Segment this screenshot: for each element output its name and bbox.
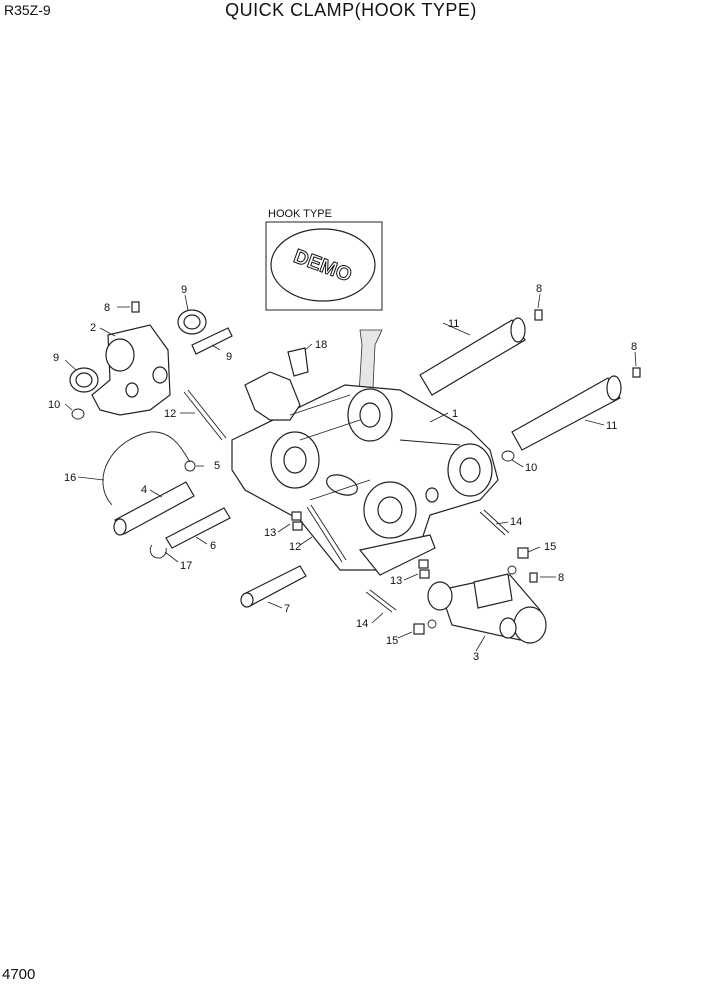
hook-type-inset: HOOK TYPE DEMO — [265, 208, 383, 311]
pins-part-11 — [419, 317, 622, 451]
bolts-part-12 — [183, 389, 347, 563]
callout-1: 1 — [452, 408, 458, 420]
bushings-part-9 — [69, 309, 233, 393]
callout-16: 16 — [64, 472, 76, 484]
callout-7: 7 — [284, 603, 290, 615]
callout-3: 3 — [473, 651, 479, 663]
callout-10: 10 — [48, 399, 60, 411]
grease-nipples-part-8 — [131, 301, 641, 583]
callout-2: 2 — [90, 322, 96, 334]
page-number: 4700 — [2, 966, 36, 983]
fittings-part-15 — [413, 547, 529, 635]
callout-18: 18 — [315, 339, 327, 351]
callout-11: 11 — [448, 318, 459, 330]
callout-14: 14 — [356, 618, 368, 630]
pin-part-4 — [113, 481, 195, 536]
callout-8: 8 — [631, 341, 637, 353]
clip-part-17 — [149, 544, 167, 559]
hook-bracket-part-2 — [91, 324, 171, 416]
callout-5: 5 — [214, 460, 220, 472]
callout-13: 13 — [264, 527, 276, 539]
callout-12: 12 — [289, 541, 301, 553]
safety-wire-part-16 — [102, 431, 196, 506]
leader-lines — [64, 293, 637, 652]
pin-part-7 — [240, 565, 307, 608]
callout-6: 6 — [210, 540, 216, 552]
inset-label: HOOK TYPE — [268, 208, 332, 220]
callout-8: 8 — [558, 572, 564, 584]
cylinder-part-3 — [427, 573, 547, 644]
main-frame — [231, 371, 499, 576]
callout-4: 4 — [141, 484, 147, 496]
pin-part-6 — [165, 507, 231, 549]
hoses-part-14 — [365, 509, 510, 613]
model-code: R35Z-9 — [4, 2, 51, 18]
callout-11: 11 — [606, 420, 617, 432]
clip-part-18 — [287, 347, 309, 377]
callout-8: 8 — [536, 283, 542, 295]
callout-17: 17 — [180, 560, 192, 572]
callout-14: 14 — [510, 516, 522, 528]
callout-8: 8 — [104, 302, 110, 314]
callout-12: 12 — [164, 408, 176, 420]
callout-9: 9 — [53, 352, 59, 364]
callout-13: 13 — [390, 575, 402, 587]
callout-15: 15 — [386, 635, 398, 647]
callout-9: 9 — [181, 284, 187, 296]
callout-9: 9 — [226, 351, 232, 363]
pads-part-13 — [291, 511, 430, 579]
callout-10: 10 — [525, 462, 537, 474]
callout-15: 15 — [544, 541, 556, 553]
rings-part-10 — [71, 408, 515, 462]
page-title: QUICK CLAMP(HOOK TYPE) — [225, 0, 477, 20]
